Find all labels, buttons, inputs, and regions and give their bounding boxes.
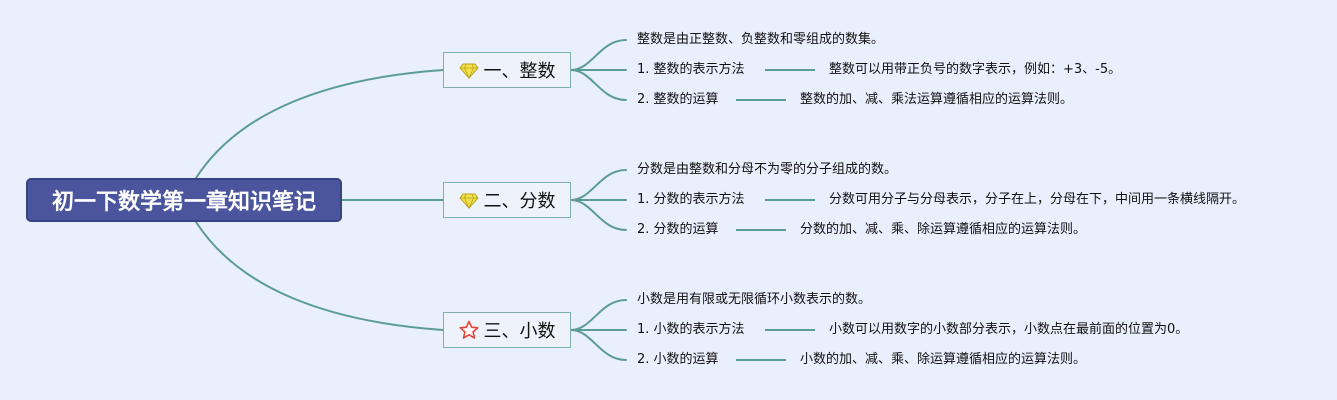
root-node[interactable]: 初一下数学第一章知识笔记 bbox=[26, 178, 342, 222]
star-icon bbox=[458, 320, 479, 340]
root-to-branch-3-connector bbox=[195, 221, 444, 331]
branch-2-topic-2-connector bbox=[570, 199, 627, 231]
branch-3-definition: 小数是用有限或无限循环小数表示的数。 bbox=[637, 292, 872, 307]
branch-label: 一、整数 bbox=[483, 61, 556, 82]
branch-3-topic-1-detail: 小数可以用数字的小数部分表示，小数点在最前面的位置为0。 bbox=[829, 322, 1189, 337]
branch-2-topic-2-divider bbox=[736, 229, 786, 231]
branch-3-topic-2-connector bbox=[570, 329, 627, 361]
branch-3-definition-connector bbox=[570, 299, 627, 331]
branch-1-definition: 整数是由正整数、负整数和零组成的数集。 bbox=[637, 32, 885, 47]
branch-1-definition-connector bbox=[570, 39, 627, 71]
branch-2-topic-2-detail: 分数的加、减、乘、除运算遵循相应的运算法则。 bbox=[800, 222, 1087, 237]
branch-1-topic-2-connector bbox=[570, 69, 627, 101]
branch-2-topic-1-divider bbox=[765, 199, 815, 201]
branch-1-topic-1-divider bbox=[765, 69, 815, 71]
branch-label: 二、分数 bbox=[483, 191, 556, 212]
root-title: 初一下数学第一章知识笔记 bbox=[51, 190, 316, 215]
branch-2-definition: 分数是由整数和分母不为零的分子组成的数。 bbox=[637, 162, 898, 177]
branch-3-topic-1-label: 1. 小数的表示方法 bbox=[637, 322, 745, 337]
branch-1-topic-1-detail: 整数可以用带正负号的数字表示，例如：+3、-5。 bbox=[829, 62, 1122, 77]
branch-2-topic-2-label: 2. 分数的运算 bbox=[637, 222, 719, 237]
branch-3-topic-1-divider bbox=[765, 329, 815, 331]
branch-2-topic-1-detail: 分数可用分子与分母表示，分子在上，分母在下，中间用一条横线隔开。 bbox=[829, 192, 1246, 207]
branch-1-topic-2-label: 2. 整数的运算 bbox=[637, 92, 719, 107]
branch-1-topic-2-detail: 整数的加、减、乘法运算遵循相应的运算法则。 bbox=[800, 92, 1074, 107]
branch-node-decimals[interactable]: 三、小数 bbox=[443, 312, 571, 348]
diamond-icon bbox=[458, 190, 479, 210]
branch-1-topic-1-label: 1. 整数的表示方法 bbox=[637, 62, 745, 77]
root-to-branch-1-connector bbox=[195, 69, 444, 179]
branch-node-integers[interactable]: 一、整数 bbox=[443, 52, 571, 88]
branch-3-topic-2-label: 2. 小数的运算 bbox=[637, 352, 719, 367]
diamond-icon bbox=[458, 60, 479, 80]
branch-1-topic-2-divider bbox=[736, 99, 786, 101]
branch-2-topic-1-label: 1. 分数的表示方法 bbox=[637, 192, 745, 207]
branch-label: 三、小数 bbox=[483, 321, 556, 342]
branch-3-topic-2-detail: 小数的加、减、乘、除运算遵循相应的运算法则。 bbox=[800, 352, 1087, 367]
branch-2-definition-connector bbox=[570, 169, 627, 201]
branch-3-topic-2-divider bbox=[736, 359, 786, 361]
branch-node-fractions[interactable]: 二、分数 bbox=[443, 182, 571, 218]
